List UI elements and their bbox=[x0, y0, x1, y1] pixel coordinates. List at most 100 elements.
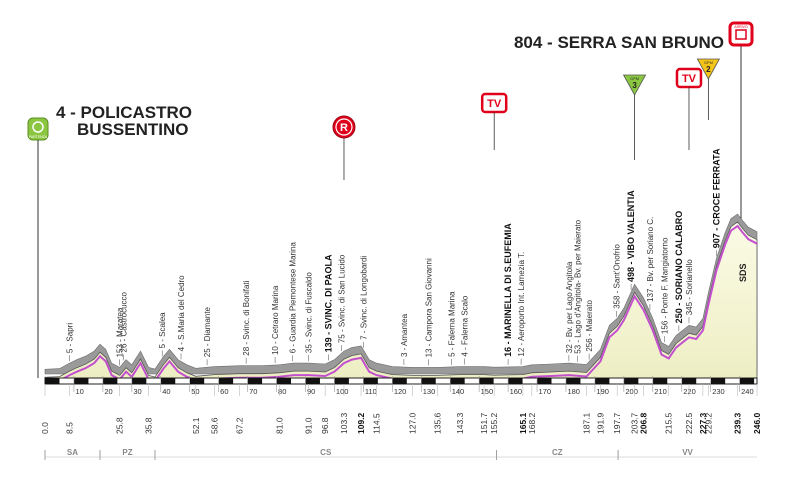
km-tick-label: 240 bbox=[741, 387, 754, 396]
waypoint-label: 139 - SVINC. DI PAOLA bbox=[324, 254, 334, 352]
km-band-segment bbox=[710, 378, 726, 384]
km-value-label: 135.6 bbox=[432, 412, 442, 434]
start-badge-label: PARTENZA bbox=[29, 135, 48, 139]
waypoint-label: 137 - Bv. per Soriano C. bbox=[646, 217, 655, 302]
km-tick-label: 190 bbox=[596, 387, 609, 396]
km-value-label: 103.3 bbox=[339, 412, 349, 434]
km-band-segment bbox=[45, 378, 60, 384]
km-value-label: 143.3 bbox=[455, 412, 465, 434]
km-tick-label: 60 bbox=[220, 387, 228, 396]
km-band-segment bbox=[334, 378, 349, 384]
waypoint-label: 4 - Falerna Scalo bbox=[461, 295, 470, 356]
km-band-segment bbox=[73, 378, 89, 384]
r-badge-ring bbox=[335, 118, 353, 136]
province-code: SA bbox=[67, 448, 78, 457]
waypoint-label: 256 - Maierato bbox=[585, 300, 594, 352]
km-value-label: 246.0 bbox=[752, 412, 762, 434]
waypoint-label: 498 - VIBO VALENTIA bbox=[626, 190, 636, 282]
km-band-segment bbox=[160, 378, 176, 384]
km-value-label: 222.5 bbox=[684, 412, 694, 434]
km-band-segment bbox=[218, 378, 234, 384]
road-line bbox=[44, 224, 758, 383]
waypoint-label: 25 - Diamante bbox=[203, 306, 212, 357]
sds-logo-text: SDS bbox=[738, 263, 748, 282]
waypoint-label: 75 - Svinc. di San Lucido bbox=[338, 254, 347, 343]
km-band-segment bbox=[131, 378, 147, 384]
waypoint-label: 250 - SORIANO CALABRO bbox=[674, 211, 684, 324]
km-band-segment bbox=[421, 378, 436, 384]
waypoint-label: 26 - Castrocucco bbox=[120, 291, 129, 352]
km-tick-label: 210 bbox=[654, 387, 667, 396]
sds-logo: SDS bbox=[738, 263, 748, 282]
km-tick-label: 150 bbox=[481, 387, 494, 396]
waypoint-label: 6 - Guardia Piemontese Marina bbox=[288, 242, 297, 354]
km-band-segment bbox=[276, 378, 292, 384]
km-tick-label: 40 bbox=[162, 387, 170, 396]
province-code: CS bbox=[320, 448, 332, 457]
start-badge-wheel-icon bbox=[32, 121, 44, 133]
finish-title: 804 - SERRA SAN BRUNO bbox=[514, 33, 724, 52]
r-badge-label: R bbox=[340, 122, 348, 134]
tv-badge-label: TV bbox=[682, 73, 697, 85]
km-value-label: 229.2 bbox=[703, 412, 713, 434]
start-marker: PARTENZA bbox=[27, 117, 49, 378]
waypoint-label: 156 - Ponte F. Mangiatorno bbox=[660, 237, 669, 334]
waypoint-label: 907 - CROCE FERRATA bbox=[711, 148, 721, 248]
waypoint-label: 32 - Bv. per Lago Angitola bbox=[565, 261, 574, 353]
gpm-badge-top: GPM bbox=[630, 76, 639, 81]
km-value-label: 96.8 bbox=[320, 417, 330, 434]
finish-badge-label: ARRIVO bbox=[734, 25, 748, 29]
km-tick-label: 140 bbox=[452, 387, 465, 396]
km-value-label: 227.3 bbox=[698, 412, 708, 434]
km-value-label: 168.2 bbox=[527, 412, 537, 434]
gpm-badge-icon bbox=[622, 74, 647, 96]
km-band-segment bbox=[392, 378, 407, 384]
km-value-label: 187.1 bbox=[582, 412, 592, 434]
km-tick-label: 230 bbox=[712, 387, 725, 396]
km-value-label: 197.7 bbox=[612, 412, 622, 434]
km-band-segment bbox=[565, 378, 581, 384]
km-value-label: 206.8 bbox=[639, 412, 649, 434]
km-band-segment bbox=[739, 378, 755, 384]
waypoint-label: 7 - Svinc. di Longobardi bbox=[359, 256, 368, 340]
km-tick-label: 120 bbox=[394, 387, 407, 396]
waypoint-label: 10 - Cetraro Marina bbox=[271, 285, 280, 355]
km-tick-label: 200 bbox=[625, 387, 638, 396]
km-tick-label: 10 bbox=[75, 387, 83, 396]
km-value-label: 215.5 bbox=[664, 412, 674, 434]
km-value-label: 191.9 bbox=[595, 412, 605, 434]
waypoint-label: 28 - Svinc. di Bonifati bbox=[242, 280, 251, 355]
km-tick-label: 30 bbox=[133, 387, 141, 396]
waypoint-label: 35 - Svinc. di Fuscaldo bbox=[304, 272, 313, 353]
km-value-label: 58.6 bbox=[210, 417, 220, 434]
km-tick-label: 100 bbox=[336, 387, 349, 396]
km-value-label: 109.2 bbox=[356, 412, 366, 434]
km-tick-label: 220 bbox=[683, 387, 696, 396]
gpm-badge-label: 3 bbox=[632, 81, 637, 90]
km-tick-label: 180 bbox=[567, 387, 580, 396]
km-scale-band bbox=[44, 377, 758, 385]
km-value-label: 91.0 bbox=[303, 417, 313, 434]
waypoint-label: 5 - Scalea bbox=[158, 312, 167, 349]
km-band-segment bbox=[102, 378, 118, 384]
waypoint-label: 345 - Sorianello bbox=[685, 259, 694, 316]
province-code: PZ bbox=[122, 448, 132, 457]
waypoint-label: 53 - Lago d'Angitola- Bv. per Maierato bbox=[574, 219, 583, 353]
km-tick-label: 80 bbox=[278, 387, 286, 396]
km-band-segment bbox=[537, 378, 552, 384]
waypoint-label: 12 - Aeroporto Int. Lamezia T. bbox=[517, 252, 526, 357]
tv-badge-label: TV bbox=[487, 98, 502, 110]
km-band-segment bbox=[623, 378, 639, 384]
km-tick-label: 130 bbox=[423, 387, 436, 396]
km-tick-label: 70 bbox=[249, 387, 257, 396]
start-title-line2: BUSSENTINO bbox=[77, 120, 188, 139]
province-code: CZ bbox=[552, 448, 563, 457]
km-value-label: 155.2 bbox=[489, 412, 499, 434]
km-band-segment bbox=[479, 378, 494, 384]
km-band-segment bbox=[652, 378, 668, 384]
waypoint-label: 3 - Amantea bbox=[400, 313, 409, 357]
